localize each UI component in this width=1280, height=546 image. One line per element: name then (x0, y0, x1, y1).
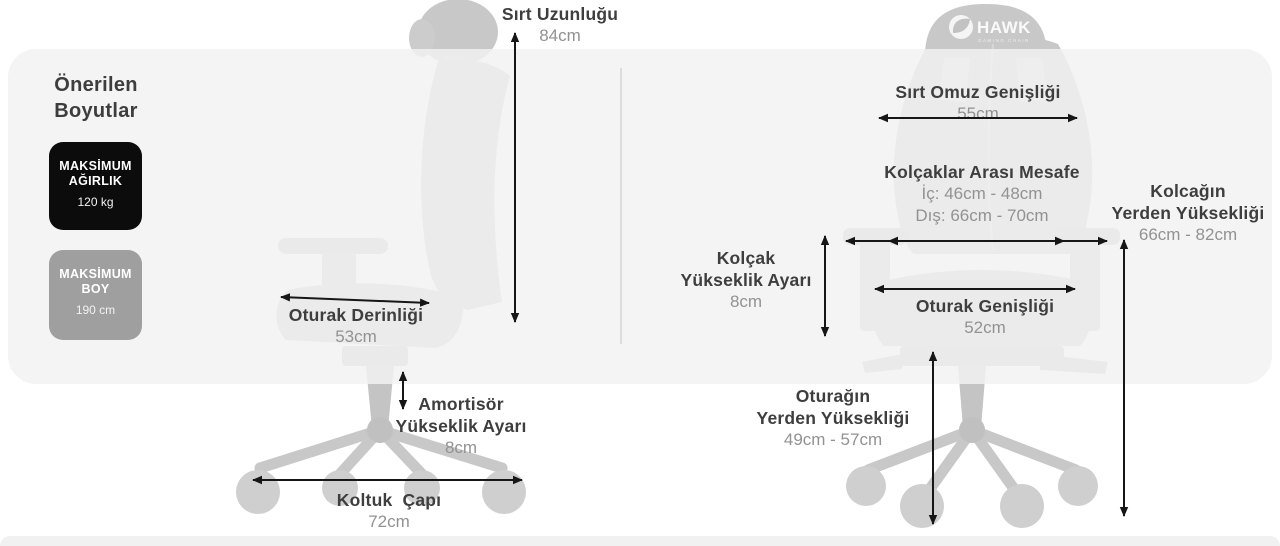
seat-width-label: Oturak Genişliği 52cm (916, 295, 1054, 339)
back-length-title: Sırt Uzunluğu (501, 4, 619, 24)
max-weight-badge: MAKSİMUM AĞIRLIK 120 kg (49, 142, 142, 230)
seat-floor-height-title-line1: Oturağın (795, 386, 871, 406)
base-diameter-label: Koltuk Çapı 72cm (337, 489, 442, 533)
armrest-distance-label: Kolçaklar Arası Mesafe İç: 46cm - 48cm D… (884, 161, 1079, 227)
armrest-floor-height-title-line1: Kolcağın (1150, 181, 1226, 201)
shoulder-width-title: Sırt Omuz Genişliği (895, 82, 1061, 102)
max-weight-label-line2: AĞIRLIK (68, 174, 123, 188)
background-panel (8, 49, 1272, 384)
shoulder-width-label: Sırt Omuz Genişliği 55cm (895, 81, 1060, 125)
gas-lift-title-line1: Amortisör (418, 394, 504, 414)
front-chair-casters (846, 466, 1098, 528)
seat-floor-height-title-line2: Yerden Yüksekliği (756, 408, 910, 428)
seat-depth-value: 53cm (335, 327, 377, 346)
gas-lift-value: 8cm (444, 438, 478, 457)
seat-width-value: 52cm (964, 318, 1006, 337)
armrest-distance-inner-value: İç: 46cm - 48cm (921, 184, 1043, 203)
seat-depth-label: Oturak Derinliği 53cm (289, 304, 423, 348)
armrest-floor-height-value: 66cm - 82cm (1138, 225, 1238, 244)
page-title-line2: Boyutlar (54, 100, 138, 122)
max-height-label-line1: MAKSİMUM (59, 267, 132, 281)
armrest-height-adjust-value: 8cm (729, 292, 763, 311)
gas-lift-label: Amortisör Yükseklik Ayarı 8cm (395, 393, 526, 459)
hawk-logo-text: HAWK (977, 18, 1031, 37)
armrest-floor-height-title-line2: Yerden Yüksekliği (1111, 203, 1265, 223)
hawk-logo: HAWK GAMING CHAIR (949, 15, 1031, 43)
seat-floor-height-label: Oturağın Yerden Yüksekliği 49cm - 57cm (757, 385, 910, 451)
next-section-edge (0, 536, 1280, 546)
armrest-height-adjust-title-line2: Yükseklik Ayarı (680, 270, 812, 290)
max-weight-value: 120 kg (77, 195, 114, 209)
armrest-height-adjust-label: Kolçak Yükseklik Ayarı 8cm (680, 247, 811, 313)
seat-depth-title: Oturak Derinliği (288, 305, 424, 325)
page-title: Önerilen Boyutlar (54, 72, 138, 124)
base-diameter-value: 72cm (368, 512, 410, 531)
max-height-label-line2: BOY (81, 282, 110, 296)
max-weight-label-line1: MAKSİMUM (59, 159, 132, 173)
armrest-floor-height-label: Kolcağın Yerden Yüksekliği 66cm - 82cm (1112, 180, 1265, 246)
seat-floor-height-value: 49cm - 57cm (783, 430, 883, 449)
back-length-label: Sırt Uzunluğu 84cm (502, 3, 618, 47)
hawk-logo-subtext: GAMING CHAIR (978, 38, 1030, 43)
page-title-line1: Önerilen (54, 74, 138, 96)
armrest-distance-outer-value: Dış: 66cm - 70cm (915, 206, 1049, 225)
armrest-height-adjust-title-line1: Kolçak (716, 248, 776, 268)
gas-lift-title-line2: Yükseklik Ayarı (395, 416, 527, 436)
max-height-value: 190 cm (75, 303, 116, 317)
seat-width-title: Oturak Genişliği (915, 296, 1055, 316)
back-length-value: 84cm (539, 26, 581, 45)
max-height-badge: MAKSİMUM BOY 190 cm (49, 250, 142, 340)
center-divider (620, 68, 622, 344)
base-diameter-title: Koltuk Çapı (336, 490, 442, 510)
shoulder-width-value: 55cm (957, 104, 999, 123)
armrest-distance-title: Kolçaklar Arası Mesafe (884, 162, 1080, 182)
